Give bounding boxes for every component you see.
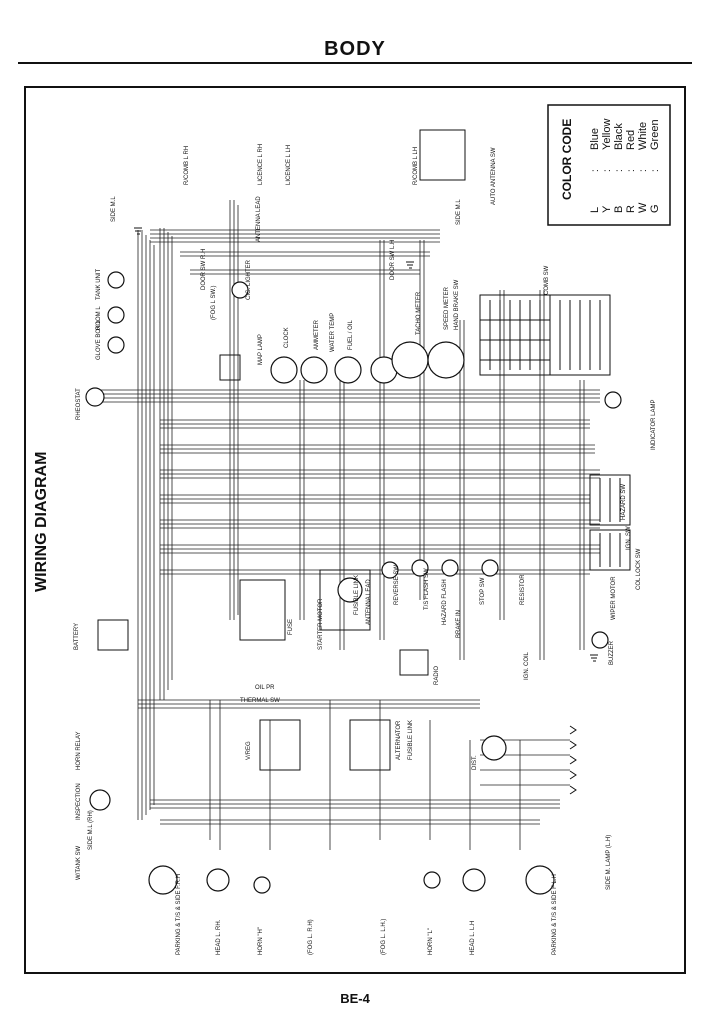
- label-fuse: FUSE: [288, 619, 294, 635]
- label-alternator: ALTERNATOR: [396, 720, 402, 760]
- label-ign-sw: IGN. SW: [626, 526, 632, 550]
- svg-text::: :: [590, 169, 601, 172]
- label-fuel-oil: FUEL / OIL: [348, 320, 354, 350]
- label-r-comb-l-lh: R/COMB L LH: [413, 147, 419, 185]
- header-rule: [18, 62, 692, 64]
- page-number: BE-4: [340, 991, 370, 1006]
- label-head-l-lh: HEAD L. L.H: [470, 921, 476, 955]
- component-symbols: [85, 271, 622, 895]
- label-door-sw-rh: DOOR SW R.H: [201, 249, 207, 290]
- component-labels: SIDE M.L R/COMB L RH LICENCE L RH LICENC…: [74, 144, 657, 955]
- label-speed-meter: SPEED METER: [444, 286, 450, 330]
- label-horn-l: HORN "L": [428, 928, 434, 955]
- label-map-lamp: MAP LAMP: [258, 334, 264, 365]
- label-fog-l-rh: (FOG L. R.H): [308, 919, 314, 955]
- label-indicator-lamp: INDICATOR LAMP: [651, 400, 657, 450]
- label-r-comb-l-rh: R/COMB L RH: [184, 146, 190, 185]
- label-antenna-lead-top: ANTENNA LEAD: [256, 196, 262, 242]
- label-door-sw-lh: DOOR SW L.H: [390, 240, 396, 280]
- wire-harness: [100, 200, 600, 850]
- label-side-m-lamp-lh: SIDE M. LAMP (L.H): [606, 835, 612, 890]
- label-thermal-sw: THERMAL SW: [240, 698, 280, 704]
- color-code-r-name: Red: [625, 130, 637, 150]
- color-code-b-name: Black: [613, 123, 625, 150]
- label-ts-flash-sw: T/S FLASH SW: [424, 568, 430, 610]
- ground-symbols: [134, 227, 598, 795]
- label-wiper-motor: WIPER MOTOR: [611, 576, 617, 620]
- label-tacho-meter: TACHO METER: [416, 291, 422, 335]
- svg-text::: :: [614, 169, 625, 172]
- label-col-lock-sw: COL LOCK SW: [636, 548, 642, 590]
- label-side-m-l-rh: SIDE M.L (RH): [88, 810, 94, 850]
- label-buzzer: BUZZER: [609, 640, 615, 665]
- label-head-l-rh: HEAD L. RH.: [216, 919, 222, 955]
- label-clock: CLOCK: [284, 327, 290, 348]
- label-radio: RADIO: [434, 666, 440, 685]
- label-parking-ts-side-lh: PARKING & T/S & SIDE F L.H: [552, 874, 558, 955]
- label-water-temp: WATER TEMP: [330, 313, 336, 352]
- color-code-w: W: [637, 202, 649, 213]
- color-code-l: L: [589, 207, 601, 213]
- label-licence-l-lh: LICENCE L LH: [286, 145, 292, 185]
- label-v-reg: V/REG: [246, 741, 252, 760]
- label-reverse-sw: REVERSE SW: [394, 565, 400, 605]
- label-side-m-l-2: SIDE M.L: [456, 199, 462, 225]
- label-resistor: RESISTOR: [520, 574, 526, 605]
- label-fog-l-lh: (FOG L. L.H.): [381, 919, 387, 955]
- svg-text::: :: [638, 169, 649, 172]
- label-cig-lighter: CIG. LIGHTER: [246, 259, 252, 300]
- label-hand-brake-sw: HAND BRAKE SW: [454, 279, 460, 330]
- color-code-heading: COLOR CODE: [560, 119, 574, 200]
- label-starter-motor: STARTER MOTOR: [318, 598, 324, 650]
- svg-text::: :: [650, 169, 661, 172]
- label-room-l: ROOM L: [96, 306, 102, 330]
- label-rheostat: RHEOSTAT: [76, 388, 82, 420]
- color-code-l-name: Blue: [589, 128, 601, 150]
- label-antenna-lead: ANTENNA LEAD: [366, 579, 372, 625]
- color-code-w-name: White: [637, 122, 649, 150]
- label-ammeter: AMMETER: [314, 319, 320, 350]
- label-dist: DIST.: [472, 755, 478, 770]
- label-horn-relay: HORN RELAY: [76, 731, 82, 770]
- label-horn-h: HORN "H": [258, 927, 264, 955]
- label-inspection: INSPECTION: [76, 783, 82, 820]
- color-code-y: Y: [601, 205, 613, 213]
- label-licence-l-rh: LICENCE L RH: [258, 144, 264, 185]
- label-brake-in: BRAKE IN: [456, 610, 462, 638]
- label-glove-box-l: GLOVE BOX L: [96, 319, 102, 360]
- color-code-r: R: [625, 205, 637, 213]
- label-comb-sw: COMB SW: [544, 265, 550, 295]
- connector-blocks: [97, 129, 631, 771]
- label-fusible-link-2: FUSIBLE LINK: [408, 720, 414, 760]
- label-fog-l-sw: (FOG L SW.): [211, 286, 217, 320]
- label-auto-antenna-sw: AUTO ANTENNA SW: [491, 147, 497, 205]
- label-w-tank-sw: W/TANK SW: [76, 845, 82, 880]
- label-parking-ts-side-rh: PARKING & T/S & SIDE F.R.H: [176, 874, 182, 955]
- label-battery: BATTERY: [74, 623, 80, 650]
- color-code-g-name: Green: [649, 119, 661, 150]
- diagram-frame: [24, 86, 686, 974]
- svg-text::: :: [602, 169, 613, 172]
- label-hazard-flash: HAZARD FLASH: [442, 579, 448, 625]
- svg-text::: :: [626, 169, 637, 172]
- color-code-box: COLOR CODE L Blue Y Yellow B Black R Red…: [547, 104, 671, 226]
- label-hazard-sw: HAZARD SW: [621, 484, 627, 520]
- color-code-g: G: [649, 204, 661, 213]
- label-fusible-link: FUSIBLE LINK: [354, 575, 360, 615]
- label-stop-sw: STOP SW: [480, 577, 486, 605]
- page-title: BODY: [324, 38, 386, 60]
- color-code-b: B: [613, 206, 625, 213]
- label-side-m-l: SIDE M.L: [111, 196, 117, 222]
- label-tank-unit: TANK UNIT: [96, 268, 102, 300]
- color-code-y-name: Yellow: [601, 119, 613, 150]
- diagram-title: WIRING DIAGRAM: [33, 452, 50, 592]
- label-oil-pr: OIL PR: [255, 685, 275, 691]
- label-ign-coil: IGN. COIL: [524, 651, 530, 680]
